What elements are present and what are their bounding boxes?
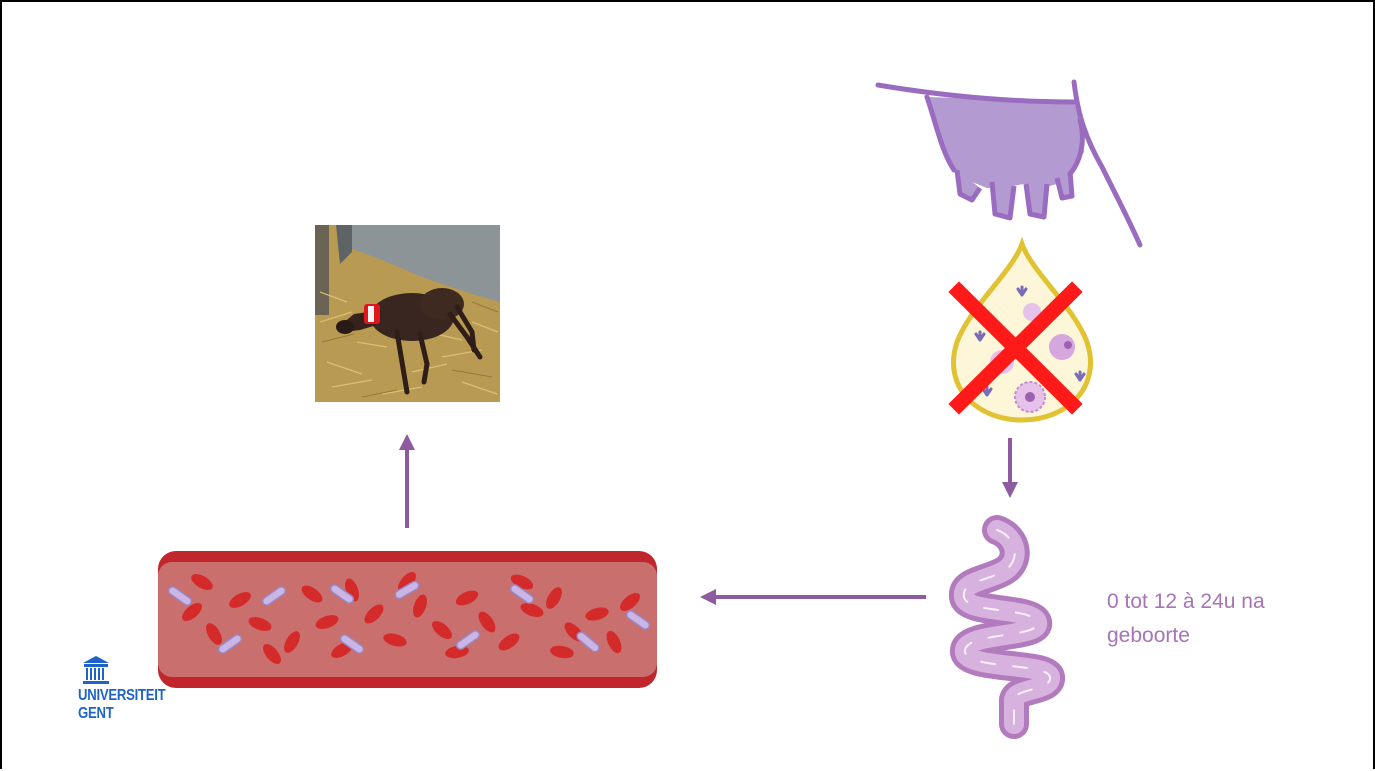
logo-line2: GENT bbox=[78, 705, 176, 723]
intestine-icon bbox=[964, 530, 1050, 724]
blood-vessel-icon bbox=[158, 551, 657, 688]
sick-foal-photo bbox=[315, 225, 500, 402]
timing-label: 0 tot 12 à 24u na geboorte bbox=[1107, 585, 1337, 653]
university-logo: UNIVERSITEIT GENT bbox=[78, 655, 198, 723]
university-building-icon bbox=[82, 655, 110, 687]
logo-line1: UNIVERSITEIT bbox=[78, 687, 176, 705]
udder-icon bbox=[878, 82, 1140, 245]
colostrum-drop-icon bbox=[953, 244, 1090, 420]
